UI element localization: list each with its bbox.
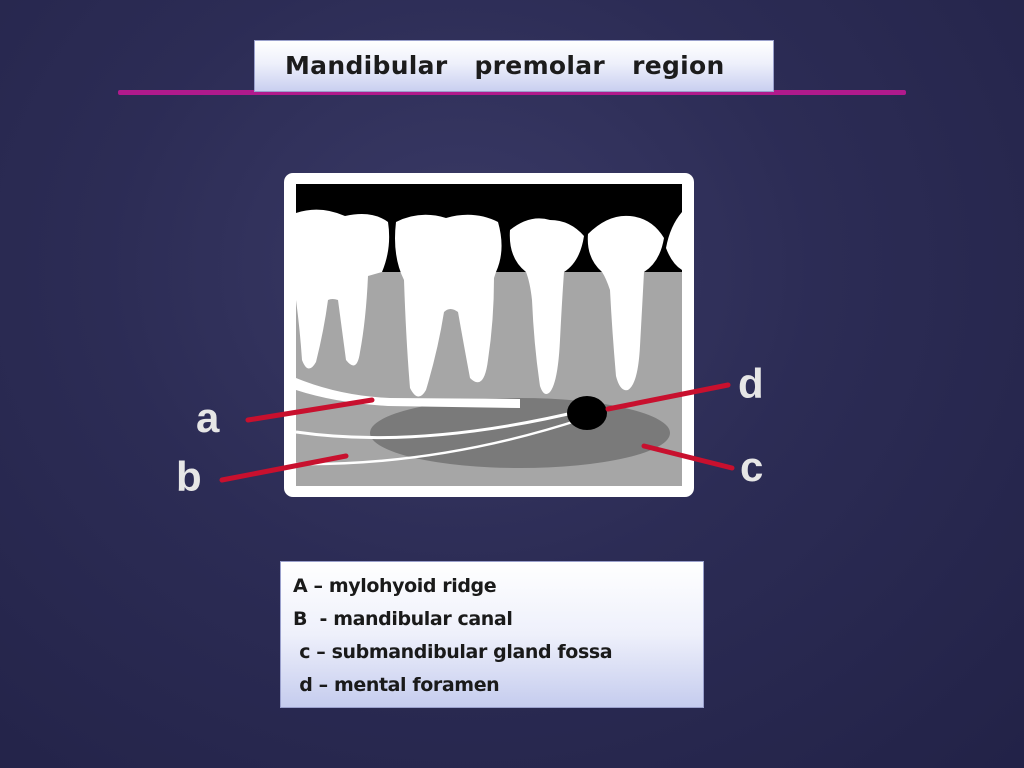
molar-1 [296,209,390,369]
premolar-1 [509,218,584,394]
legend-item-b: B - mandibular canal [293,608,513,630]
legend-box: A – mylohyoid ridge B - mandibular canal… [280,561,704,708]
mental-foramen [567,396,607,430]
slide-title: Mandibular premolar region [285,51,725,80]
title-underline [118,90,906,95]
canine-partial [666,212,682,270]
title-box: Mandibular premolar region [254,40,774,92]
mandibular-canal-lower [296,416,586,466]
label-d: d [738,360,764,407]
legend-item-a: A – mylohyoid ridge [293,575,497,597]
premolar-2 [587,215,664,391]
pointer-b [219,453,349,483]
pointer-a [245,397,375,423]
label-b: b [176,453,202,500]
legend-item-c: c – submandibular gland fossa [293,641,613,663]
label-c: c [740,443,763,490]
pointer-c [641,443,735,471]
label-a: a [196,394,220,441]
mandibular-canal-upper [296,408,586,440]
molar-2 [395,214,502,397]
mylohyoid-ridge [296,378,520,408]
pointer-d [605,382,731,412]
legend-item-d: d – mental foramen [293,674,500,696]
